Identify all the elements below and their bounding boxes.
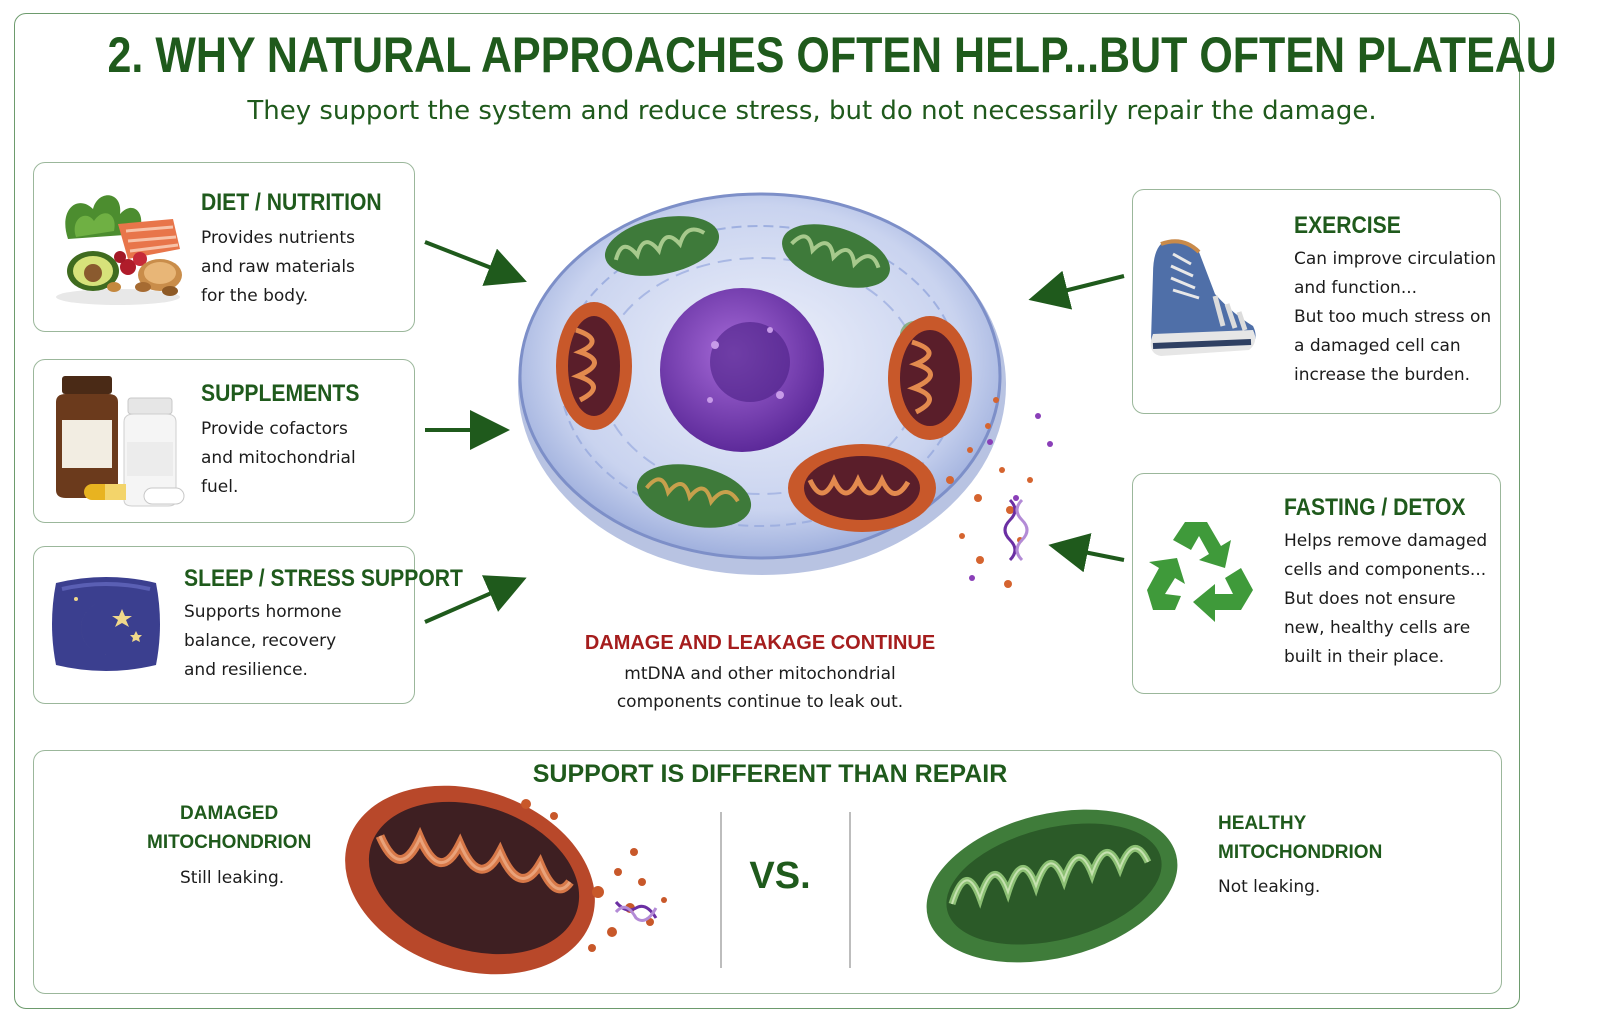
card-title: SUPPLEMENTS: [201, 380, 360, 407]
card-text-line: for the body.: [201, 286, 309, 306]
recycle-icon: [1145, 514, 1261, 628]
card-sleep-stress-support: SLEEP / STRESS SUPPORT Supports hormone …: [33, 546, 463, 704]
healthy-mitochondrion-mark: [782, 224, 890, 288]
card-text-line: increase the burden.: [1294, 365, 1471, 385]
divider: [849, 812, 851, 968]
card-text-line: But does not ensure: [1284, 589, 1456, 609]
healthy-label: MITOCHONDRION: [1218, 842, 1383, 863]
healthy-note: Not leaking.: [1218, 877, 1321, 897]
leaking-particles: [946, 397, 1033, 588]
arrow-exercise: [1028, 270, 1125, 310]
card-text-line: and raw materials: [201, 257, 355, 277]
cell-illustration: [510, 180, 1070, 614]
card-diet-nutrition: DIET / NUTRITION Provides nutrients and …: [33, 162, 415, 332]
divider: [720, 812, 722, 968]
healthy-label: HEALTHY: [1218, 813, 1307, 834]
arrows-layer: [424, 240, 1125, 624]
card-fasting-detox: FASTING / DETOX Helps remove damaged cel…: [1132, 473, 1501, 694]
pillow-moon-icon: [46, 569, 166, 683]
arrow-fasting: [1048, 533, 1125, 573]
vs-label: VS.: [749, 855, 811, 897]
card-text-line: cells and components...: [1284, 560, 1487, 580]
card-title: DIET / NUTRITION: [201, 189, 382, 216]
food-icon: [48, 179, 188, 313]
outer-frame: [14, 13, 1520, 1009]
damage-text-line: components continue to leak out.: [616, 692, 904, 712]
damaged-mitochondrion-icon: [330, 772, 690, 986]
leaking-particles: [969, 413, 1053, 581]
card-text-line: and mitochondrial: [201, 448, 356, 468]
card-text-line: Provides nutrients: [201, 228, 355, 248]
page-subtitle: They support the system and reduce stres…: [247, 96, 1377, 126]
damaged-note: Still leaking.: [180, 868, 285, 888]
damaged-label: DAMAGED: [180, 803, 279, 824]
damaged-mitochondrion-mark: [788, 444, 936, 532]
sneaker-icon: [1143, 234, 1261, 368]
card-text-line: and resilience.: [184, 660, 308, 680]
damage-text-line: mtDNA and other mitochondrial: [624, 664, 896, 684]
damaged-mitochondrion-mark: [556, 302, 632, 430]
card-exercise: EXERCISE Can improve circulation and fun…: [1132, 189, 1501, 414]
damaged-mitochondrion-mark: [888, 316, 972, 440]
mtdna-strand-icon: [1003, 498, 1029, 562]
page-title: 2. WHY NATURAL APPROACHES OFTEN HELP...B…: [107, 27, 1557, 83]
comparison-title: SUPPORT IS DIFFERENT THAN REPAIR: [532, 760, 1008, 788]
card-text-line: Helps remove damaged: [1284, 531, 1488, 551]
arrow-sleep: [424, 575, 527, 624]
comparison-panel: [33, 750, 1502, 994]
card-text-line: Provide cofactors: [201, 419, 348, 439]
card-text-line: Supports hormone: [184, 602, 342, 622]
card-text-line: fuel.: [201, 477, 239, 497]
card-text-line: a damaged cell can: [1294, 336, 1461, 356]
card-title: FASTING / DETOX: [1284, 494, 1466, 521]
supplement-bottles-icon: [48, 372, 188, 516]
damage-title: DAMAGE AND LEAKAGE CONTINUE: [584, 632, 936, 654]
card-text-line: and function...: [1294, 278, 1418, 298]
healthy-mitochondrion-mark: [636, 464, 752, 528]
card-supplements: SUPPLEMENTS Provide cofactors and mitoch…: [33, 359, 415, 523]
card-text-line: balance, recovery: [184, 631, 337, 651]
card-title: EXERCISE: [1294, 212, 1401, 239]
arrow-diet: [424, 240, 527, 286]
healthy-mitochondrion-mark: [604, 216, 720, 276]
card-text-line: Can improve circulation: [1294, 249, 1496, 269]
healthy-mitochondrion-icon: [912, 786, 1192, 990]
card-text-line: built in their place.: [1284, 647, 1445, 667]
card-title: SLEEP / STRESS SUPPORT: [184, 565, 463, 592]
card-text-line: new, healthy cells are: [1284, 618, 1471, 638]
damaged-label: MITOCHONDRION: [147, 832, 312, 853]
card-text-line: But too much stress on: [1294, 307, 1492, 327]
